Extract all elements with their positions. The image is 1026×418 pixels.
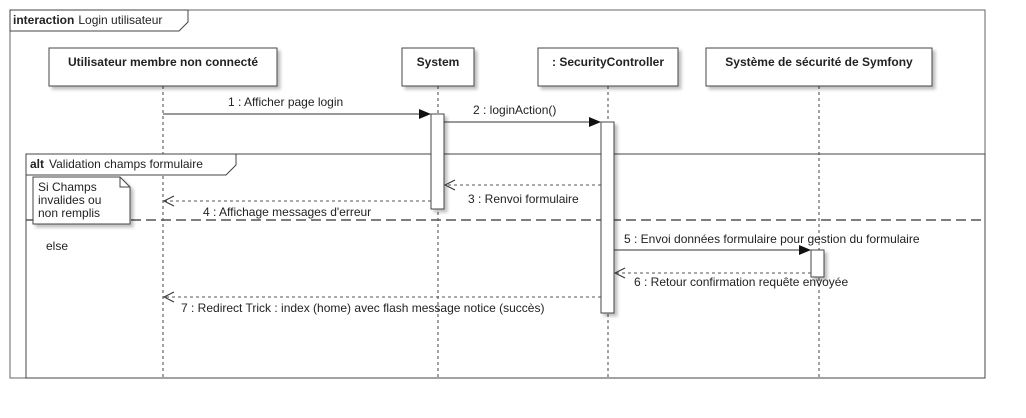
lifeline-head-user [48,47,278,87]
alt-fragment-title: alt Validation champs formulaire [30,157,203,171]
frame-keyword: interaction [13,13,74,27]
message-3-label: 3 : Renvoi formulaire [468,192,579,206]
note-line-1: Si Champs [38,180,97,194]
interaction-frame-title: interaction Login utilisateur [13,13,162,27]
activation-controller [600,121,615,314]
alt-fragment [25,153,986,379]
lifeline-user-label: Utilisateur membre non connecté [68,55,258,69]
message-1-arrowhead [419,109,431,119]
note-box [32,176,131,225]
note-line-2: invalides ou [38,193,101,207]
message-5-label: 5 : Envoi données formulaire pour gestio… [624,232,920,246]
lifeline-symfony-label: Système de sécurité de Symfony [725,55,913,69]
lifeline-head-system [401,47,475,87]
message-2-arrowhead [589,117,601,127]
lifeline-head-controller [537,47,679,87]
message-3-arrowhead [443,179,456,191]
message-1-label: 1 : Afficher page login [228,95,343,109]
message-6-arrowhead [613,267,626,279]
note-line-3: non remplis [38,206,100,220]
note-fold [119,177,130,188]
lifeline-head-symfony [705,47,933,87]
message-7-label: 7 : Redirect Trick : index (home) avec f… [181,301,544,315]
message-4-label: 4 : Affichage messages d'erreur [203,205,371,219]
message-6-label: 6 : Retour confirmation requête envoyée [634,275,848,289]
message-4-arrowhead [162,195,175,207]
activation-symfony [810,249,825,278]
frame-name: Login utilisateur [78,13,162,27]
lifeline-controller-label: : SecurityController [552,55,664,69]
alt-fragment-tab [25,153,237,176]
message-2-label: 2 : loginAction() [473,103,556,117]
message-7-arrowhead [162,291,175,303]
interaction-frame-tab [9,9,189,32]
alt-keyword: alt [30,157,44,171]
alt-name: Validation champs formulaire [49,157,203,171]
alt-else-label: else [46,239,68,253]
lifeline-system-label: System [417,55,460,69]
message-5-arrowhead [799,245,811,255]
activation-system [430,113,445,210]
